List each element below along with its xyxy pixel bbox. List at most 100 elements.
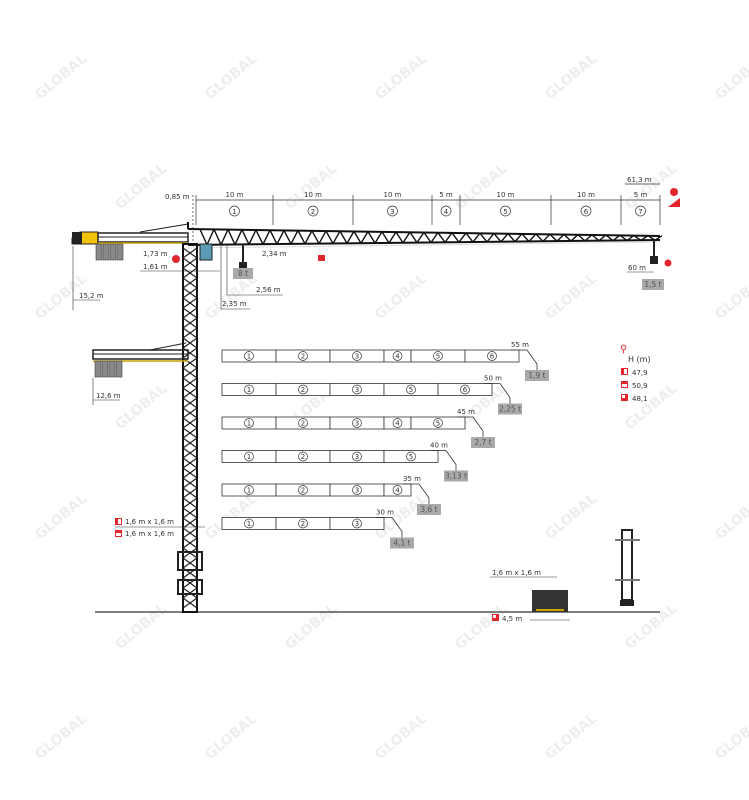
svg-text:2: 2 [301,453,305,461]
watermark-text: GLOBAL [622,601,680,653]
svg-text:5: 5 [409,386,413,394]
svg-text:2: 2 [301,487,305,495]
dimension-label: 12,6 m [96,392,121,400]
height-legend: ⚲ H (m) 47,9 50,9 48,1 [620,344,651,403]
section-number-icon [433,418,443,428]
section-number-icon [352,451,362,462]
load-label: 2,25 t [499,405,521,414]
radius-label: 35 m [403,475,421,483]
load-box-max: 8 t [233,268,253,279]
section-length: 10 m [577,191,595,199]
section-number-icon [500,205,511,217]
watermark-text: GLOBAL [712,271,749,323]
svg-text:3: 3 [355,386,359,394]
section-number-icon [298,384,308,395]
section-number-icon [433,351,443,361]
svg-text:3: 3 [355,420,359,428]
dimension-label: 15,2 m [79,292,104,300]
section-number-icon [406,384,416,395]
section-number-icon [298,451,308,462]
load-box [525,370,549,381]
section-number-icon [307,205,319,217]
section-number-icon [244,485,254,495]
svg-text:1: 1 [247,487,251,495]
section-number-icon [244,351,254,361]
svg-text:4,5 m: 4,5 m [502,615,522,623]
svg-text:48,1: 48,1 [632,395,648,403]
hook-tip [650,240,658,264]
load-label: 1,9 t [528,371,545,380]
load-box-tip: 1,5 t [642,279,664,290]
hook-max-load [239,244,247,268]
radius-label: 45 m [457,408,475,416]
section-length: 5 m [439,191,453,199]
svg-text:H (m): H (m) [628,355,651,364]
svg-text:3: 3 [355,453,359,461]
watermark-text: GLOBAL [542,51,600,103]
svg-text:5: 5 [436,420,440,428]
svg-text:1: 1 [247,520,251,528]
watermark-text: GLOBAL [542,271,600,323]
section-number-icon [352,418,362,428]
section-number-icon [229,205,240,217]
watermark-text: GLOBAL [542,711,600,763]
hook-icon: ⚲ [620,344,627,355]
section-number-icon [487,351,497,361]
load-box [417,504,441,515]
section-length: 10 m [226,191,244,199]
svg-text:1: 1 [247,353,251,361]
svg-text:8 t: 8 t [238,269,248,278]
trolley-icon [318,255,325,261]
hoist-icon [664,259,672,267]
watermark-text: GLOBAL [32,711,90,763]
radius-label: 40 m [430,442,448,450]
watermark-text: GLOBAL [112,381,170,433]
dimension-label: 60 m [628,264,646,272]
section-number-icon [298,518,308,529]
tower-mast [177,243,203,613]
watermark-text: GLOBAL [282,601,340,653]
section-number-icon [406,451,416,462]
svg-text:3: 3 [355,353,359,361]
watermark-text: GLOBAL [32,51,90,103]
section-number-icon [392,351,403,361]
watermark-text: GLOBAL [712,711,749,763]
main-jib [187,222,663,249]
crane-dimensions: 1,73 m1,61 m2,34 m2,56 m2,35 m15,2 m12,6… [72,246,654,405]
svg-text:2: 2 [301,520,305,528]
watermark-text: GLOBAL [202,711,260,763]
svg-text:50,9: 50,9 [632,382,648,390]
section-number-icon [352,351,362,361]
section-number-icon [392,418,403,428]
svg-text:2: 2 [311,208,315,216]
watermark-text: GLOBAL [622,381,680,433]
section-number-icon [635,205,646,217]
svg-text:3: 3 [390,208,394,216]
load-box [444,470,468,482]
load-label: 4,1 t [393,539,410,548]
total-jib-label: 61,3 m [627,176,652,184]
svg-text:4: 4 [395,353,400,361]
svg-text:7: 7 [638,208,642,216]
section-length: 10 m [497,191,515,199]
svg-text:1: 1 [247,386,251,394]
watermark-text: GLOBAL [372,711,430,763]
svg-text:1: 1 [247,453,251,461]
svg-text:6: 6 [490,353,495,361]
section-length: 10 m [384,191,402,199]
watermark-text: GLOBAL [452,601,510,653]
watermark-text: GLOBAL [202,491,260,543]
section-number-icon [352,518,362,529]
svg-text:1,5 t: 1,5 t [644,280,661,289]
section-number-icon [244,418,254,428]
section-number-icon [352,384,362,395]
section-number-icon [460,384,470,395]
dimension-label: 2,56 m [256,286,281,294]
svg-text:1: 1 [232,208,236,216]
counter-jib-lower [92,342,189,378]
counter-offset-label: 0,85 m [165,193,190,201]
red-dot-icon [172,255,180,263]
